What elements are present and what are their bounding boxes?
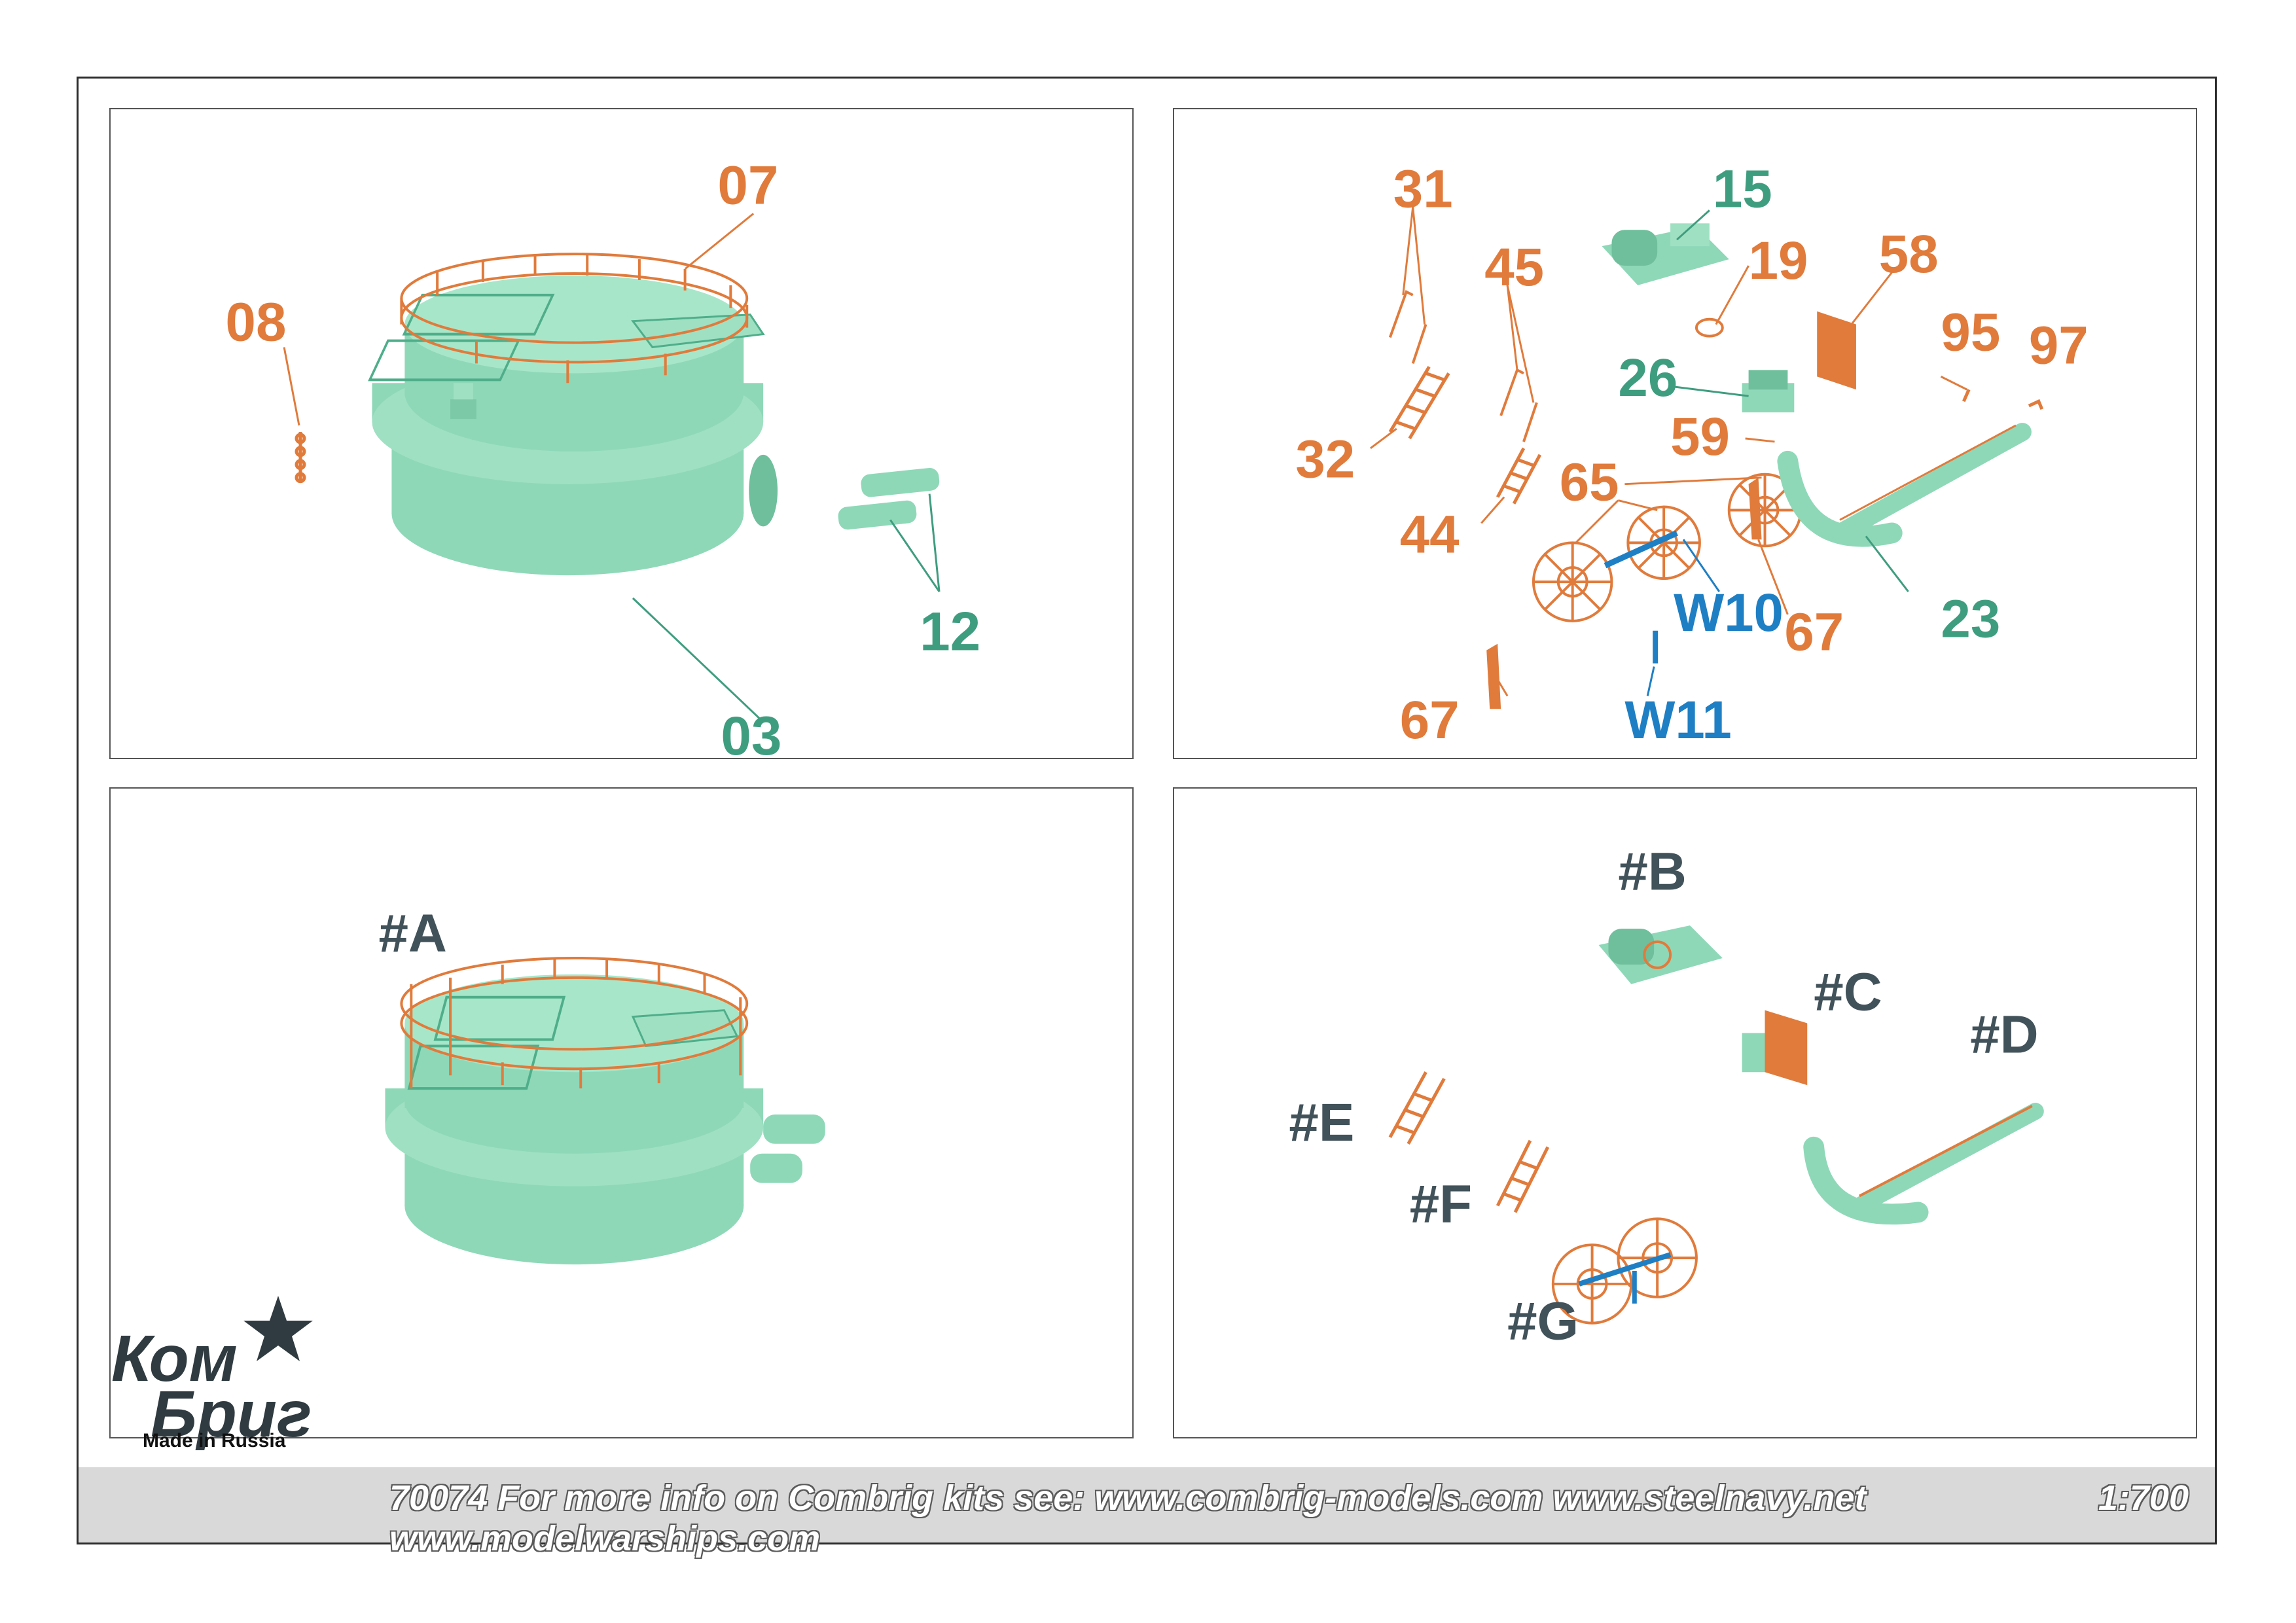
label-67a: 67	[1784, 603, 1844, 662]
footer-info-text: 70074 For more info on Combrig kits see:…	[389, 1478, 1867, 1558]
label-26: 26	[1618, 348, 1677, 408]
small-parts-drawing: 31 15 45 19 58 26 95 97 32 59 65 44 W10 …	[1295, 159, 2089, 750]
label-15: 15	[1713, 159, 1772, 219]
label-07: 07	[717, 154, 778, 215]
part-15-winch	[1602, 223, 1729, 285]
label-97: 97	[2029, 315, 2089, 375]
barrels-12	[838, 467, 940, 530]
subassembly-C	[1742, 1010, 1808, 1086]
star-icon	[243, 1296, 313, 1361]
label-32: 32	[1295, 430, 1355, 490]
ladder-32	[1388, 366, 1450, 440]
label-E: #E	[1289, 1093, 1354, 1152]
part-26	[1742, 370, 1795, 413]
label-W11: W11	[1624, 690, 1731, 750]
subassembly-D	[1803, 1103, 2044, 1225]
footer-bar: 70074 For more info on Combrig kits see:…	[79, 1467, 2215, 1558]
label-B: #B	[1618, 842, 1686, 901]
parts-31	[1388, 290, 1427, 365]
part-08	[295, 432, 306, 484]
label-59: 59	[1670, 407, 1730, 467]
combrig-logo: Ком Бриг	[111, 1296, 313, 1451]
label-19: 19	[1749, 231, 1808, 291]
assembled-turret-drawing: #A	[378, 904, 825, 1265]
label-95: 95	[1941, 303, 2000, 363]
label-23: 23	[1941, 590, 2000, 649]
subassembly-E	[1388, 1071, 1446, 1145]
shaft-W10	[1604, 530, 1678, 569]
ladder-44	[1496, 447, 1542, 505]
part-97	[2028, 399, 2044, 410]
subassemblies-drawing: #B #C #D #E #F #G	[1289, 842, 2044, 1351]
label-G: #G	[1507, 1292, 1579, 1351]
part-19	[1695, 317, 1724, 338]
parts-45	[1499, 368, 1538, 442]
logo-line1: Ком	[111, 1322, 238, 1395]
panel-small-parts: 31 15 45 19 58 26 95 97 32 59 65 44 W10 …	[1173, 108, 2197, 759]
subassembly-F	[1496, 1139, 1550, 1213]
wheels-65	[1532, 473, 1803, 622]
scale-label: 1:700	[2098, 1478, 2189, 1518]
panel-subassemblies: #B #C #D #E #F #G	[1173, 787, 2197, 1438]
leader-lines-p1	[283, 213, 941, 723]
assembled-turret-body	[385, 974, 825, 1265]
label-45: 45	[1484, 238, 1544, 297]
label-F: #F	[1410, 1174, 1472, 1234]
anchor-23	[1777, 423, 2032, 547]
label-C: #C	[1814, 963, 1882, 1022]
panel-exploded-turret: 07 08 12 03	[109, 108, 1134, 759]
leader-lines-p2	[1370, 207, 1967, 697]
sheet-frame: 07 08 12 03	[77, 77, 2217, 1558]
subassembly-B	[1598, 925, 1723, 984]
label-31: 31	[1393, 159, 1453, 219]
label-58: 58	[1879, 224, 1939, 284]
label-65: 65	[1560, 453, 1619, 512]
railing-07	[400, 253, 749, 383]
part-67-a	[1748, 477, 1762, 540]
part-58	[1817, 311, 1856, 390]
subassembly-G	[1551, 1217, 1698, 1325]
part-67-b	[1486, 643, 1501, 709]
made-in-russia: Made in Russia	[143, 1430, 286, 1452]
exploded-turret-drawing: 07 08 12 03	[225, 154, 980, 758]
part-95	[1962, 389, 1971, 402]
label-08: 08	[225, 291, 286, 353]
label-W10: W10	[1674, 583, 1784, 643]
label-44: 44	[1400, 505, 1460, 564]
label-67b: 67	[1400, 690, 1460, 750]
label-A: #A	[378, 904, 446, 963]
label-12: 12	[920, 601, 980, 662]
logo-line2: Бриг	[151, 1378, 312, 1451]
assembled-railing	[400, 956, 749, 1089]
label-D: #D	[1970, 1005, 2038, 1064]
label-03: 03	[721, 705, 781, 758]
